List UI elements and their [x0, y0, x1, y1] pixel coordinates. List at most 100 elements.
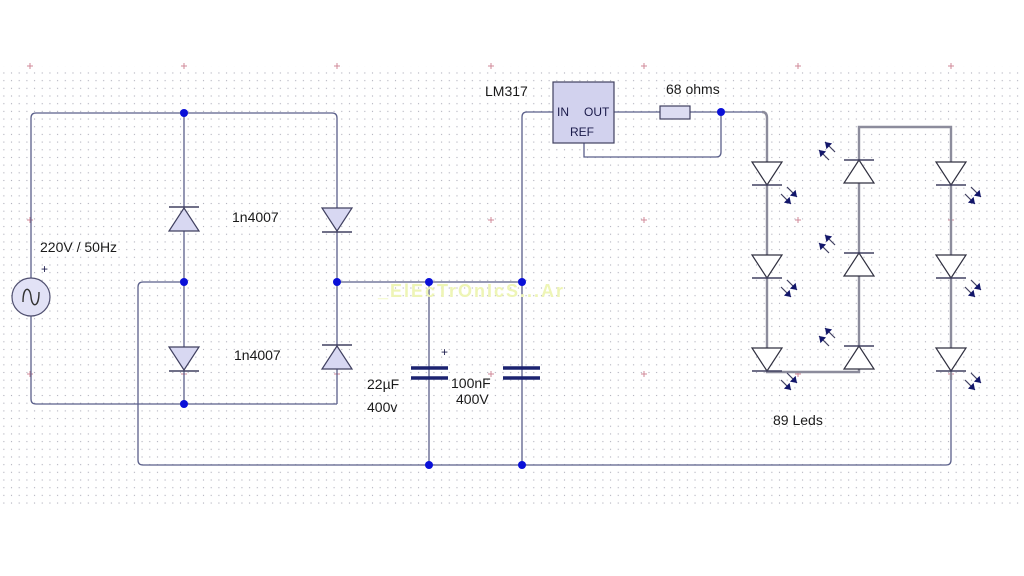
- bridge-rectifier: 1n4007 1n4007: [167, 206, 354, 372]
- junction-node: [180, 109, 188, 117]
- diode-d1-icon: [167, 206, 201, 232]
- grid-crosshair: [27, 217, 33, 223]
- grid-crosshair: [488, 217, 494, 223]
- led-array: [750, 141, 982, 391]
- c1-value: 22µF: [367, 376, 399, 392]
- led-icon: [934, 161, 968, 187]
- light-arrow-head: [789, 189, 797, 197]
- light-arrow-head: [783, 289, 791, 297]
- capacitor-c1[interactable]: + 22µF 400v: [367, 345, 448, 415]
- wire-led-col1: [761, 110, 953, 380]
- lm317-label: LM317: [485, 83, 528, 99]
- diode-d4[interactable]: [320, 344, 354, 370]
- diode-label-lower: 1n4007: [234, 347, 281, 363]
- led[interactable]: [934, 254, 982, 298]
- grid-crosshair: [795, 63, 801, 69]
- light-arrow-head: [973, 189, 981, 197]
- led[interactable]: [818, 234, 876, 277]
- grid-crosshair: [488, 371, 494, 377]
- c2-voltage: 400V: [456, 391, 489, 407]
- led-array-label: 89 Leds: [773, 412, 823, 428]
- diode-d4-icon: [320, 344, 354, 370]
- wire-negative-rail: [137, 281, 952, 466]
- light-arrow-head: [825, 235, 833, 243]
- junction-node: [518, 278, 526, 286]
- diode-d3[interactable]: [167, 346, 201, 372]
- source-polarity-mark: +: [41, 262, 48, 276]
- led-icon: [750, 161, 784, 187]
- wire-ref-feedback: [583, 112, 722, 158]
- junction-node: [425, 278, 433, 286]
- resistor-label: 68 ohms: [666, 81, 720, 97]
- resistor-body: [659, 105, 691, 120]
- junction-node: [333, 278, 341, 286]
- dot-grid: [0, 66, 1024, 506]
- ac-source[interactable]: + 220V / 50Hz: [11, 239, 117, 317]
- c2-value: 100nF: [451, 375, 491, 391]
- light-arrow-head: [819, 336, 827, 344]
- lm317-regulator[interactable]: LM317 IN OUT REF: [485, 81, 615, 144]
- lm317-body: [552, 81, 615, 144]
- watermark: _ElEcTrOnIcS...Ar: [377, 281, 565, 301]
- led-icon: [934, 347, 968, 373]
- junction-node: [518, 461, 526, 469]
- led[interactable]: [818, 327, 876, 370]
- grid-crosshair: [488, 63, 494, 69]
- grid-crosshair: [948, 63, 954, 69]
- c1-voltage: 400v: [367, 399, 397, 415]
- diode-d3-icon: [167, 346, 201, 372]
- wire-lm317-in: [521, 111, 553, 465]
- grid-crosshair: [181, 63, 187, 69]
- light-arrow-head: [789, 375, 797, 383]
- lm317-pin-in: IN: [557, 105, 569, 119]
- junction-node: [180, 400, 188, 408]
- led[interactable]: [750, 161, 798, 205]
- light-arrow-head: [825, 328, 833, 336]
- junction-node: [717, 108, 725, 116]
- grid-crosshair: [641, 217, 647, 223]
- light-arrow-head: [825, 142, 833, 150]
- led[interactable]: [750, 254, 798, 298]
- light-arrow-head: [819, 243, 827, 251]
- led-icon: [750, 254, 784, 280]
- grid-crosshair: [334, 63, 340, 69]
- led-icon: [934, 254, 968, 280]
- junction-node: [425, 461, 433, 469]
- junction-node: [180, 278, 188, 286]
- junctions: [180, 108, 725, 469]
- light-arrow-head: [789, 282, 797, 290]
- light-arrow-head: [967, 196, 975, 204]
- capacitor-c2[interactable]: 100nF 400V: [451, 366, 540, 407]
- diode-d2[interactable]: [320, 207, 354, 233]
- light-arrow-head: [973, 282, 981, 290]
- light-arrow-head: [819, 150, 827, 158]
- lm317-pin-out: OUT: [584, 105, 610, 119]
- light-arrow-head: [967, 289, 975, 297]
- led[interactable]: [818, 141, 876, 184]
- light-arrow-head: [783, 382, 791, 390]
- grid-crosshair: [641, 63, 647, 69]
- diode-d1[interactable]: [167, 206, 201, 232]
- led[interactable]: [934, 161, 982, 205]
- led-icon: [750, 347, 784, 373]
- resistor-68-ohm[interactable]: 68 ohms: [659, 81, 720, 120]
- light-arrow-head: [783, 196, 791, 204]
- wire-source-bottom: [30, 316, 337, 405]
- c1-polarity-mark: +: [441, 345, 448, 359]
- led[interactable]: [750, 347, 798, 391]
- diode-label-upper: 1n4007: [232, 209, 279, 225]
- lm317-pin-ref: REF: [570, 125, 594, 139]
- light-arrow-head: [973, 375, 981, 383]
- ac-sine-icon: [22, 288, 40, 306]
- led-icon: [842, 251, 876, 277]
- led-icon: [842, 158, 876, 184]
- grid-crosshair: [795, 217, 801, 223]
- grid-crosshair: [641, 371, 647, 377]
- grid-crosshair: [27, 371, 33, 377]
- diode-d2-icon: [320, 207, 354, 233]
- led-icon: [842, 344, 876, 370]
- grid-crosshair: [27, 63, 33, 69]
- light-arrow-head: [967, 382, 975, 390]
- led[interactable]: [934, 347, 982, 391]
